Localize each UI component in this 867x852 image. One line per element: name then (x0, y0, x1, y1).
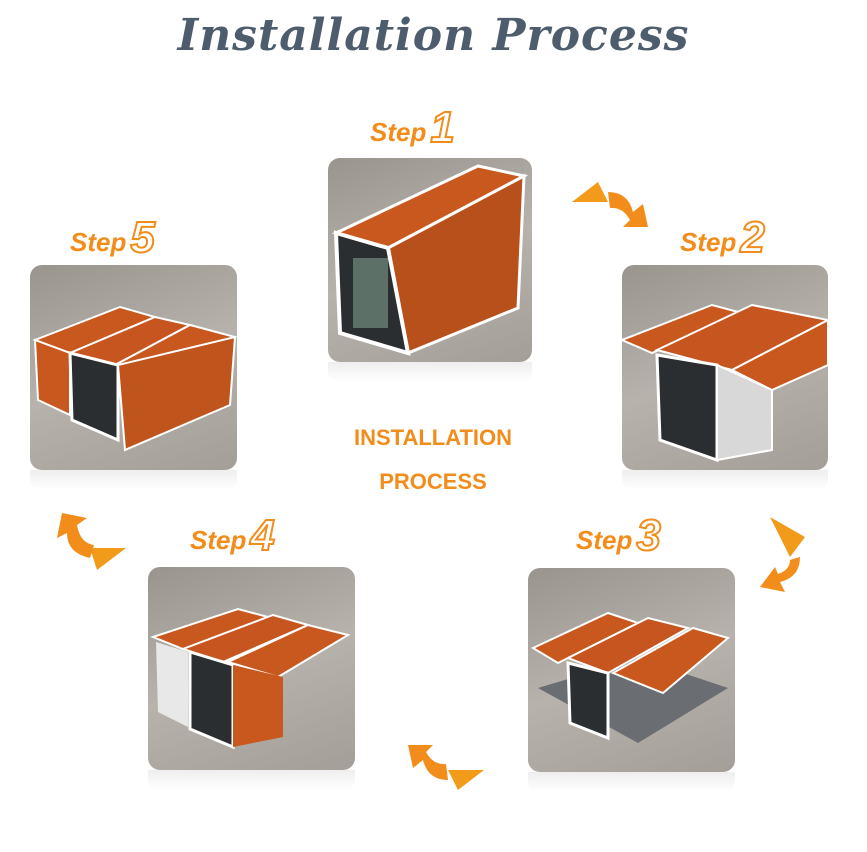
page-title: Installation Process (177, 10, 690, 61)
center-title-line1: INSTALLATION (353, 425, 513, 450)
step-5-image (30, 265, 237, 470)
curved-arrow-icon (408, 745, 484, 790)
reflection (528, 772, 735, 792)
reflection (328, 362, 532, 382)
reflection (622, 470, 828, 490)
reflection (30, 470, 237, 490)
step-1-image (328, 158, 532, 362)
step-number: 3 (635, 511, 662, 560)
curved-arrow-icon (572, 182, 648, 227)
step-3-image (528, 568, 735, 772)
curved-arrow-icon (760, 517, 805, 592)
step-number: 5 (129, 213, 156, 262)
step-text: Step (576, 525, 633, 555)
step-2-image (622, 265, 828, 470)
center-title-line2: PROCESS (379, 469, 487, 494)
step-text: Step (70, 227, 127, 257)
step-text: Step (370, 117, 427, 147)
step-number: 1 (429, 103, 456, 152)
step-number: 4 (249, 511, 276, 560)
step-text: Step (680, 227, 737, 257)
step-4-image (148, 567, 355, 770)
step-number: 2 (739, 213, 766, 262)
step-text: Step (190, 525, 247, 555)
curved-arrow-icon (57, 513, 126, 570)
reflection (148, 770, 355, 790)
